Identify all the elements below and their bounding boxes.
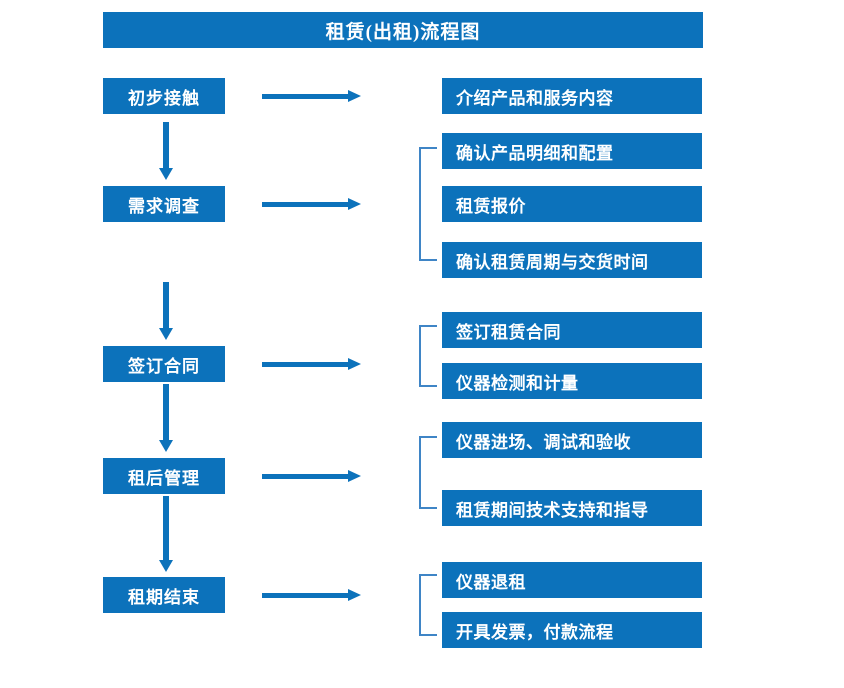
stage-box-3[interactable]: 签订合同 (103, 346, 225, 382)
detail-box-2-1[interactable]: 确认产品明细和配置 (442, 133, 702, 169)
detail-box-5-2[interactable]: 开具发票，付款流程 (442, 612, 702, 648)
arrow-shaft (163, 496, 169, 562)
detail-box-3-2[interactable]: 仪器检测和计量 (442, 363, 702, 399)
arrow-right-icon (262, 587, 362, 603)
arrow-head (348, 198, 361, 210)
arrow-down-icon-1 (158, 122, 173, 182)
arrow-shaft (262, 362, 350, 367)
bracket-left-icon-3 (419, 325, 437, 387)
detail-box-3-1[interactable]: 签订租赁合同 (442, 312, 702, 348)
arrow-shaft (163, 282, 169, 330)
arrow-head (348, 90, 361, 102)
bracket-left-icon-2 (419, 147, 437, 261)
arrow-shaft (163, 384, 169, 442)
detail-box-2-2[interactable]: 租赁报价 (442, 186, 702, 222)
arrow-shaft (262, 94, 350, 99)
arrow-down-icon-4 (158, 496, 173, 574)
arrow-head (159, 560, 173, 572)
stage-box-5[interactable]: 租期结束 (103, 577, 225, 613)
arrow-head (159, 328, 173, 340)
detail-box-4-1[interactable]: 仪器进场、调试和验收 (442, 422, 702, 458)
detail-box-5-1[interactable]: 仪器退租 (442, 562, 702, 598)
bracket-left-icon-4 (419, 436, 437, 509)
arrow-head (159, 168, 173, 180)
arrow-shaft (262, 593, 350, 598)
arrow-head (348, 470, 361, 482)
page-title: 租赁(出租)流程图 (103, 12, 703, 48)
bracket-left-icon-5 (419, 574, 437, 636)
arrow-right-icon (262, 196, 362, 212)
stage-box-4[interactable]: 租后管理 (103, 458, 225, 494)
detail-box-4-2[interactable]: 租赁期间技术支持和指导 (442, 490, 702, 526)
arrow-head (159, 440, 173, 452)
arrow-down-icon-2 (158, 282, 173, 342)
arrow-right-icon (262, 468, 362, 484)
arrow-shaft (163, 122, 169, 170)
arrow-shaft (262, 474, 350, 479)
arrow-right-icon (262, 356, 362, 372)
arrow-shaft (262, 202, 350, 207)
detail-box-2-3[interactable]: 确认租赁周期与交货时间 (442, 242, 702, 278)
stage-box-2[interactable]: 需求调查 (103, 186, 225, 222)
arrow-right-icon (262, 88, 362, 104)
stage-box-1[interactable]: 初步接触 (103, 78, 225, 114)
arrow-head (348, 358, 361, 370)
detail-box-1-1[interactable]: 介绍产品和服务内容 (442, 78, 702, 114)
arrow-down-icon-3 (158, 384, 173, 454)
arrow-head (348, 589, 361, 601)
